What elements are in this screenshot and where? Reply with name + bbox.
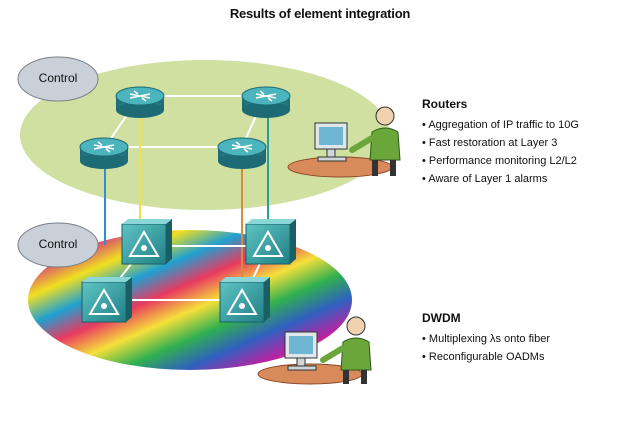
router-icon [79,137,129,169]
oadm-icon [121,219,172,265]
control-bubble-top [17,56,99,102]
dwdm-heading: DWDM [422,311,461,325]
router-icon [115,86,165,118]
workstation-icon [287,122,393,178]
list-item: Aggregation of IP traffic to 10G [422,116,579,134]
router-icon [241,86,291,118]
control-label-bottom: Control [38,237,78,251]
list-item: Reconfigurable OADMs [422,348,550,366]
list-item: Fast restoration at Layer 3 [422,134,579,152]
operator-icon [349,106,401,176]
diagram-title: Results of element integration [229,6,411,21]
oadm-icon [219,277,270,323]
oadm-icon [245,219,296,265]
list-item: Aware of Layer 1 alarms [422,170,579,188]
routers-list: Aggregation of IP traffic to 10G Fast re… [422,116,579,188]
control-bubble-bottom [17,222,99,268]
routers-heading: Routers [422,97,468,111]
list-item: Performance monitoring L2/L2 [422,152,579,170]
workstation-icon [257,331,363,385]
dwdm-list: Multiplexing λs onto fiber Reconfigurabl… [422,330,550,366]
list-item: Multiplexing λs onto fiber [422,330,550,348]
control-label-top: Control [38,71,78,85]
operator-icon [320,316,372,384]
oadm-icon [81,277,132,323]
router-icon [217,137,267,169]
